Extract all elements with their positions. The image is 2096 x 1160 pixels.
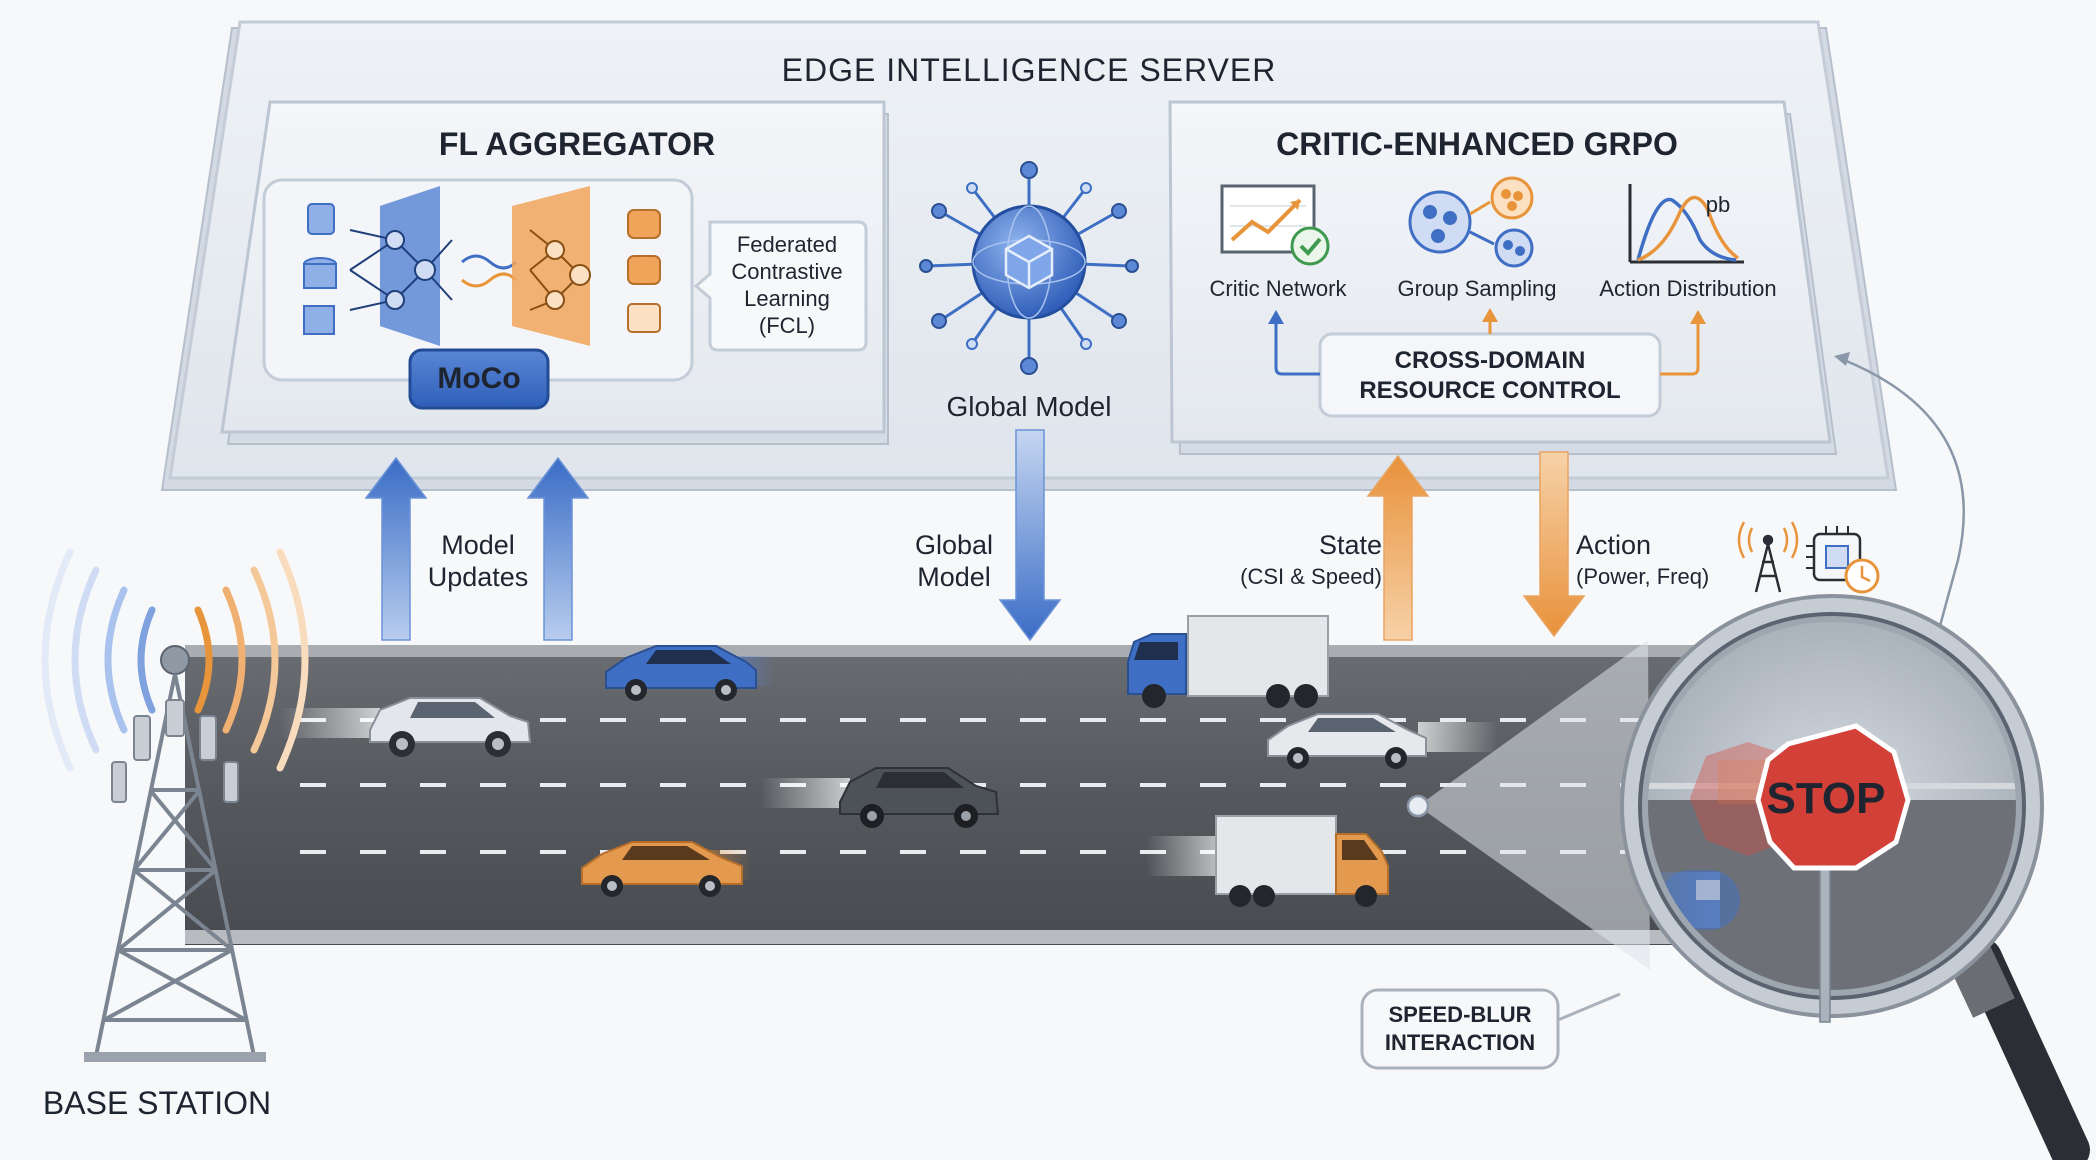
check-icon	[1290, 226, 1330, 266]
image-sample-icon	[303, 305, 335, 335]
global-model-flow-label: Model	[917, 562, 991, 592]
action-down-arrow	[1522, 451, 1586, 638]
car-blue-sedan	[605, 645, 776, 701]
data-sample-icon	[307, 203, 335, 235]
speed-blur-line: SPEED-BLUR	[1388, 1002, 1531, 1027]
global-model-down-arrow	[998, 429, 1062, 642]
focus-point-icon	[1406, 794, 1430, 818]
pb-label: pb	[1706, 192, 1730, 217]
speed-blur-line: INTERACTION	[1385, 1030, 1535, 1055]
control-line: RESOURCE CONTROL	[1359, 377, 1620, 404]
group-sampling-label: Group Sampling	[1398, 276, 1557, 301]
fcl-line: Contrastive	[731, 259, 842, 284]
road-bottom-barrier	[185, 930, 1745, 944]
magnifier-beam	[1418, 640, 1650, 970]
global-model-flow-label: Global	[915, 530, 993, 560]
action-distribution-icon	[1628, 184, 1744, 264]
model-updates-arrows	[364, 456, 590, 641]
road-top-barrier	[185, 645, 1745, 657]
stop-sign-text: STOP	[1766, 774, 1885, 823]
moco-badge	[408, 348, 550, 410]
model-updates-label: Model	[441, 530, 515, 560]
car-dark-suv	[760, 767, 1000, 828]
fl-aggregator-title: FL AGGREGATOR	[439, 126, 715, 162]
speed-blur-callout	[1360, 988, 1560, 1070]
server-title: EDGE INTELLIGENCE SERVER	[782, 52, 1277, 88]
fl-aggregator-panel: FL AGGREGATOR	[220, 100, 889, 445]
critic-network-label: Critic Network	[1210, 276, 1348, 301]
antenna-icon	[1737, 521, 1799, 593]
state-up-arrow	[1366, 454, 1430, 641]
car-white-suv	[280, 697, 532, 757]
query-encoder-icon	[349, 186, 453, 346]
model-updates-label: Updates	[428, 562, 529, 592]
truck-orange-cab	[1146, 815, 1389, 907]
state-sublabel: (CSI & Speed)	[1240, 564, 1382, 589]
action-distribution-label: Action Distribution	[1599, 276, 1776, 301]
action-sublabel: (Power, Freq)	[1576, 564, 1709, 589]
action-label: Action	[1576, 530, 1651, 560]
fcl-line: Federated	[737, 232, 837, 257]
truck-blue-cab	[1127, 615, 1329, 708]
fcl-line: Learning	[744, 286, 830, 311]
magnifier: STOP	[1406, 594, 2090, 1160]
car-white-sedan	[1267, 713, 1498, 769]
car-orange-sedan	[581, 841, 752, 897]
fcl-line: (FCL)	[759, 313, 815, 338]
key-encoder-icon	[512, 186, 591, 346]
base-station-label: BASE STATION	[43, 1085, 271, 1121]
grpo-title: CRITIC-ENHANCED GRPO	[1276, 126, 1678, 162]
base-station-tower	[41, 548, 309, 1062]
global-model-label: Global Model	[947, 391, 1112, 422]
global-model-icon	[919, 161, 1139, 375]
group-sampling-icon	[1408, 176, 1534, 268]
grpo-panel: CRITIC-ENHANCED GRPO Critic Network Grou…	[1168, 100, 1838, 455]
action-feedback-arrow	[1660, 318, 1700, 376]
control-line: CROSS-DOMAIN	[1395, 347, 1586, 374]
moco-label: MoCo	[437, 362, 520, 395]
fcl-callout	[693, 220, 868, 352]
state-label: State	[1319, 530, 1382, 560]
clock-icon	[1844, 558, 1880, 594]
stop-sign: STOP	[1690, 723, 1911, 1023]
critic-feedback-arrow	[1274, 318, 1320, 376]
feature-queue-icon	[627, 209, 661, 333]
momentum-link-icon	[461, 254, 518, 270]
